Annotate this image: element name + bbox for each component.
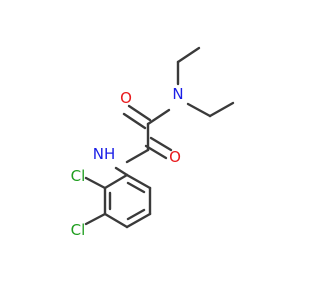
atom-nh: NH	[93, 145, 116, 163]
ring-bond-6	[125, 173, 152, 190]
bond-c1-o1-b	[122, 112, 147, 130]
bond-nh-ring	[114, 166, 129, 177]
bond-c1-o1-a	[127, 104, 152, 122]
atom-labels: O N NH O Cl Cl	[71, 85, 184, 239]
atom-n1: N	[172, 85, 183, 103]
bond-ch2-ch3-up	[176, 46, 201, 64]
bond-c-cl2	[84, 212, 107, 226]
atom-o1-label: O	[120, 89, 132, 107]
bond-c1-n1	[146, 108, 171, 126]
ring-inner-2	[126, 181, 146, 194]
ring-bond-1	[103, 173, 129, 190]
atom-cl2: Cl	[71, 221, 86, 239]
molecule-structure: O N NH O Cl Cl	[71, 46, 235, 239]
atom-o1: O	[120, 89, 132, 107]
atom-cl1: Cl	[71, 167, 86, 185]
atom-nh-label: NH	[93, 145, 116, 163]
bond-c-cl1	[84, 176, 107, 190]
atom-o2-label: O	[169, 148, 181, 166]
bond-c2-nh	[125, 148, 150, 164]
ring-bond-4	[125, 212, 152, 229]
atom-o2: O	[169, 148, 181, 166]
bond-c2-o2-b	[149, 136, 173, 152]
bond-n1-ch2-right	[186, 102, 212, 118]
atom-cl2-label: Cl	[71, 221, 86, 239]
bond-lines	[84, 46, 235, 229]
atom-n1-label: N	[172, 85, 183, 103]
bond-c2-o2-a	[144, 144, 168, 160]
atom-cl1-label: Cl	[71, 167, 86, 185]
ring-bond-3	[103, 212, 129, 229]
ring-inner-3	[126, 208, 146, 221]
bond-ch2-ch3-right	[208, 101, 235, 118]
